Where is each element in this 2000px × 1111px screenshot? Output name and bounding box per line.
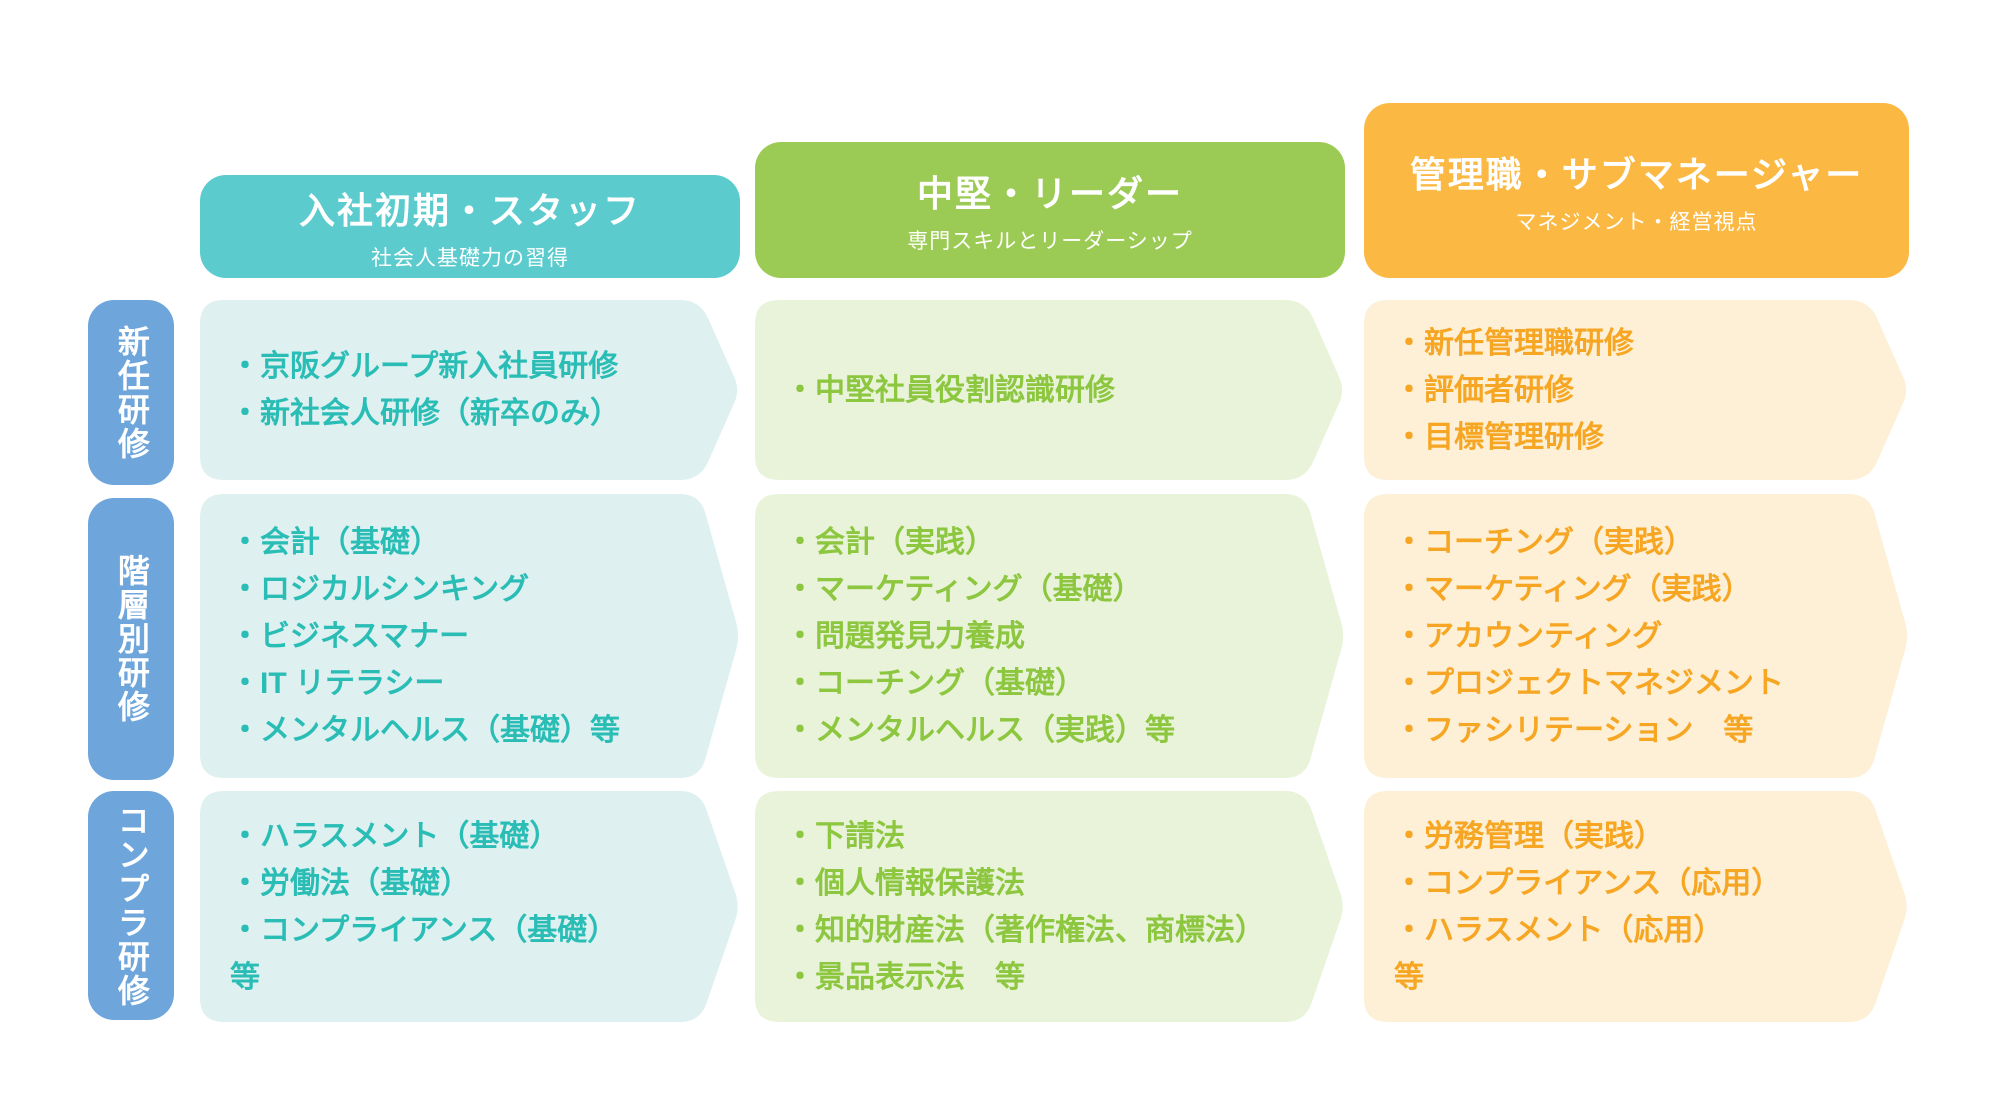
column-header-subtitle: 専門スキルとリーダーシップ	[907, 230, 1193, 253]
chevron-arrow-shape	[755, 494, 1344, 778]
training-item-list: ・京阪グループ新入社員研修・新社会人研修（新卒のみ）	[200, 300, 740, 480]
row-label-compliance-training: コンプラ研修	[88, 791, 174, 1020]
training-item: ・ロジカルシンキング	[230, 572, 530, 606]
row-label-new-appointee-training: 新任研修	[88, 300, 174, 485]
training-item: ・問題発見力養成	[785, 619, 1025, 653]
training-item: ・メンタルヘルス（実践）等	[785, 713, 1175, 747]
column-management-submanager: 管理職・サブマネージャー マネジメント・経営視点 ・新任管理職研修・評価者研修・…	[1364, 0, 1909, 1111]
row-label-tier-based-training: 階層別研修	[88, 498, 174, 780]
training-item: ・労働法（基礎）	[230, 866, 470, 900]
training-item: ・会計（基礎）	[230, 525, 440, 559]
row-label-text: 階層別研修	[113, 554, 150, 724]
column-header-title: 入社初期・スタッフ	[298, 189, 641, 231]
training-cell: ・下請法・個人情報保護法・知的財産法（著作権法、商標法） ・景品表示法 等	[755, 791, 1345, 1022]
training-item: ・労務管理（実践）	[1394, 819, 1664, 853]
training-item: ・中堅社員役割認識研修	[785, 373, 1115, 407]
row-label-text: 新任研修	[113, 324, 150, 461]
chevron-arrow-shape	[1364, 791, 1907, 1022]
training-cell: ・会計（基礎） ・ロジカルシンキング・ビジネスマナー・IT リテラシー・メンタルヘ…	[200, 494, 740, 778]
training-item: ・IT リテラシー	[230, 666, 445, 700]
training-item: ・コーチング（基礎）	[785, 666, 1085, 700]
column-header-subtitle: マネジメント・経営視点	[1515, 210, 1758, 234]
column-header-subtitle: 社会人基礎力の習得	[371, 246, 569, 270]
training-item-list: ・ハラスメント（基礎） ・労働法（基礎） ・コンプライアンス（基礎） 等	[200, 791, 740, 1022]
chevron-arrow-shape	[755, 300, 1343, 480]
training-item: ・マーケティング（実践）	[1394, 572, 1752, 606]
training-item: ・知的財産法（著作権法、商標法）	[785, 913, 1265, 947]
training-item: ・評価者研修	[1394, 373, 1574, 407]
training-cell: ・京阪グループ新入社員研修・新社会人研修（新卒のみ）	[200, 300, 740, 480]
column-mid-level-leader: 中堅・リーダー 専門スキルとリーダーシップ ・中堅社員役割認識研修 ・会計（実践…	[755, 0, 1345, 1111]
training-item-list: ・労務管理（実践） ・コンプライアンス（応用） ・ハラスメント（応用） 等	[1364, 791, 1909, 1022]
training-item: ・京阪グループ新入社員研修	[230, 350, 619, 383]
column-early-career-staff: 入社初期・スタッフ 社会人基礎力の習得 ・京阪グループ新入社員研修・新社会人研修…	[200, 0, 740, 1111]
chevron-arrow-shape	[755, 791, 1343, 1022]
chevron-arrow-shape	[200, 791, 738, 1022]
training-item: ・メンタルヘルス（基礎）等	[230, 713, 620, 747]
training-item: ・ハラスメント（基礎）	[230, 819, 560, 853]
training-cell: ・中堅社員役割認識研修	[755, 300, 1345, 480]
training-item: ・新社会人研修（新卒のみ）	[230, 397, 620, 430]
training-item: ・プロジェクトマネジメント	[1394, 666, 1784, 700]
training-cell: ・コーチング（実践） ・マーケティング（実践） ・アカウンティング・プロジェクトマネ…	[1364, 494, 1909, 778]
training-cell: ・労務管理（実践） ・コンプライアンス（応用） ・ハラスメント（応用） 等	[1364, 791, 1909, 1022]
training-cell: ・新任管理職研修・評価者研修・目標管理研修	[1364, 300, 1909, 480]
training-item: ・アカウンティング	[1394, 619, 1663, 653]
chevron-arrow-shape	[1364, 494, 1908, 778]
training-cell: ・ハラスメント（基礎） ・労働法（基礎） ・コンプライアンス（基礎） 等	[200, 791, 740, 1022]
training-item: ・コンプライアンス（応用）	[1394, 866, 1782, 900]
training-item-list: ・中堅社員役割認識研修	[755, 300, 1345, 480]
training-item: ・ビジネスマナー	[230, 619, 470, 653]
column-header: 管理職・サブマネージャー マネジメント・経営視点	[1364, 103, 1909, 278]
row-label-text: コンプラ研修	[113, 803, 150, 1008]
column-header-title: 管理職・サブマネージャー	[1409, 153, 1864, 195]
training-item: ・ハラスメント（応用）	[1394, 913, 1724, 947]
column-header: 中堅・リーダー 専門スキルとリーダーシップ	[755, 142, 1345, 278]
column-header: 入社初期・スタッフ 社会人基礎力の習得	[200, 175, 740, 278]
training-item-list: ・会計（実践） ・マーケティング（基礎） ・問題発見力養成・コーチング（基礎） ・メン…	[755, 494, 1345, 778]
chevron-arrow-shape	[200, 300, 738, 480]
training-item: 等	[1394, 960, 1424, 994]
training-cell: ・会計（実践） ・マーケティング（基礎） ・問題発見力養成・コーチング（基礎） ・メン…	[755, 494, 1345, 778]
training-item: ・コーチング（実践）	[1394, 525, 1694, 559]
training-item-list: ・新任管理職研修・評価者研修・目標管理研修	[1364, 300, 1909, 480]
training-item: ・新任管理職研修	[1394, 326, 1634, 360]
chevron-arrow-shape	[200, 494, 739, 778]
training-item: ・マーケティング（基礎）	[785, 572, 1143, 606]
training-item-list: ・会計（基礎） ・ロジカルシンキング・ビジネスマナー・IT リテラシー・メンタルヘ…	[200, 494, 740, 778]
training-item: ・景品表示法 等	[785, 960, 1025, 994]
training-item: 等	[230, 960, 260, 994]
training-item: ・会計（実践）	[785, 525, 995, 559]
training-item: ・下請法	[785, 819, 905, 853]
training-item: ・コンプライアンス（基礎）	[230, 913, 618, 947]
training-item-list: ・下請法・個人情報保護法・知的財産法（著作権法、商標法） ・景品表示法 等	[755, 791, 1345, 1022]
training-item-list: ・コーチング（実践） ・マーケティング（実践） ・アカウンティング・プロジェクトマネ…	[1364, 494, 1909, 778]
column-header-title: 中堅・リーダー	[916, 173, 1183, 214]
training-item: ・個人情報保護法	[785, 866, 1025, 900]
chevron-arrow-shape	[1364, 300, 1907, 480]
training-item: ・ファシリテーション 等	[1394, 713, 1754, 747]
training-item: ・目標管理研修	[1394, 420, 1604, 454]
